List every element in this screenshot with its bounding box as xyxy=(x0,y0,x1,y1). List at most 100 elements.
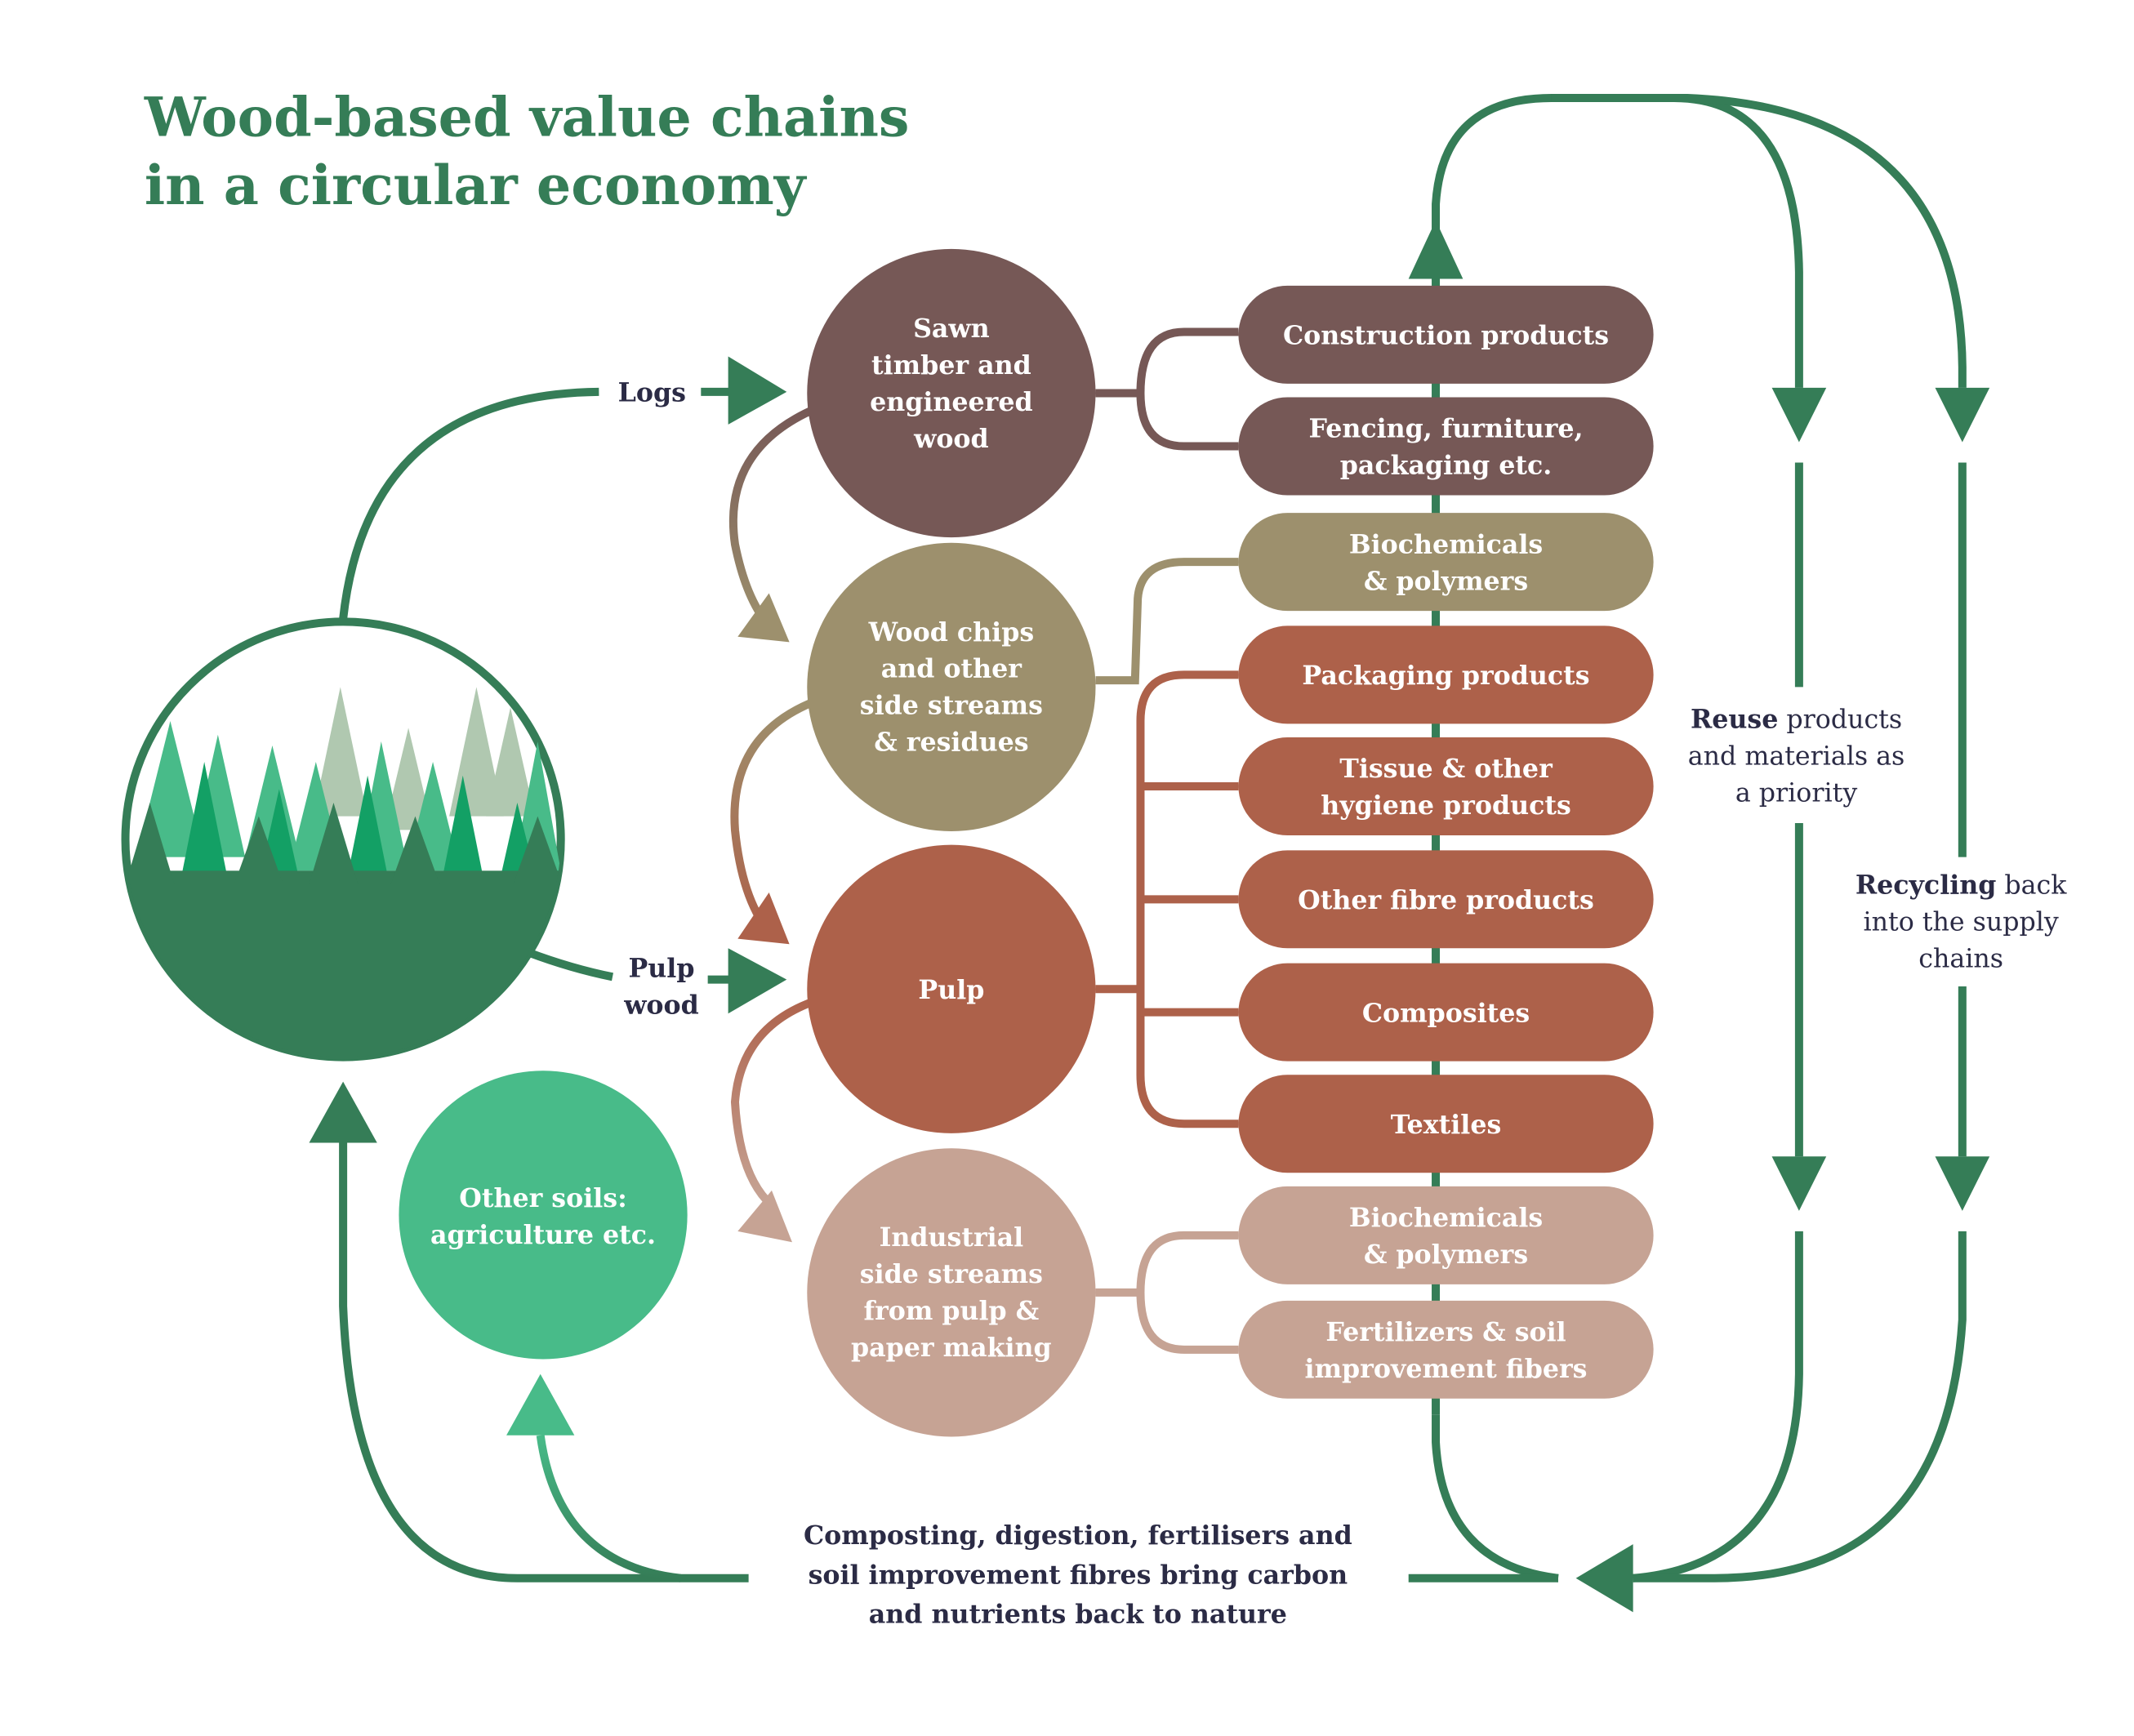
pulpwood-label-2: wood xyxy=(623,990,699,1020)
node-label: and other xyxy=(881,654,1022,684)
pill-background xyxy=(1238,737,1654,836)
industrial-bracket xyxy=(1095,1231,1239,1354)
node-label: paper making xyxy=(851,1333,1052,1363)
arrow-up-icon xyxy=(1408,220,1464,279)
cascade-pulp-industrial xyxy=(730,989,845,1203)
pill-background xyxy=(1238,1186,1654,1284)
pill-label: improvement fibers xyxy=(1305,1354,1588,1384)
node-label: Sawn xyxy=(913,314,990,344)
pill-label: Composites xyxy=(1362,998,1530,1028)
arrow-down-icon xyxy=(1771,387,1827,443)
node-label: agriculture etc. xyxy=(430,1220,656,1250)
pill-label: Biochemicals xyxy=(1349,529,1543,559)
chips-bracket xyxy=(1095,558,1239,685)
pill-background xyxy=(1238,1075,1654,1173)
pill-background xyxy=(1238,963,1654,1062)
arrow-down-icon xyxy=(737,892,790,945)
pill-label: Fencing, furniture, xyxy=(1308,414,1583,444)
recycling-rest: back xyxy=(1996,871,2067,901)
arrow-down-icon xyxy=(1771,1156,1827,1211)
node-other-soils: Other soils: agriculture etc. xyxy=(399,1071,688,1360)
arrow-right-icon xyxy=(728,948,787,1014)
arrow-left-icon xyxy=(1575,1544,1633,1613)
recycling-bold: Recycling xyxy=(1856,870,1997,901)
product-pill-pulp: Packaging products xyxy=(1238,625,1654,724)
pill-label: hygiene products xyxy=(1321,790,1571,821)
title-line-1: Wood-based value chains xyxy=(144,85,910,149)
bottom-caption-1: Composting, digestion, fertilisers and xyxy=(804,1520,1352,1551)
node-label: Wood chips xyxy=(868,617,1035,648)
pulp-bracket xyxy=(1095,670,1239,1128)
product-pill-pulp: Composites xyxy=(1238,963,1654,1062)
pill-label: Construction products xyxy=(1283,321,1609,351)
arrow-down-icon xyxy=(1935,1156,1990,1211)
node-label: Other soils: xyxy=(459,1183,626,1213)
pill-background xyxy=(1238,625,1654,724)
pill-label: Textiles xyxy=(1391,1110,1502,1140)
pill-label: & polymers xyxy=(1364,1240,1528,1270)
pill-label: Packaging products xyxy=(1302,661,1589,691)
product-pill-pulp: Textiles xyxy=(1238,1075,1654,1173)
arrow-right-icon xyxy=(728,356,787,425)
arrow-up-icon xyxy=(309,1081,377,1143)
arrow-down-icon xyxy=(737,1190,792,1243)
bottom-caption-3: and nutrients back to nature xyxy=(869,1600,1287,1630)
pill-background xyxy=(1238,397,1654,496)
product-pill-industrial: Fertilizers & soil improvement fibers xyxy=(1238,1300,1654,1399)
node-label: engineered xyxy=(870,387,1032,417)
pill-background xyxy=(1238,1300,1654,1399)
node-label: timber and xyxy=(871,350,1031,381)
return-to-forest-line xyxy=(339,1142,749,1582)
product-pill-chips: Biochemicals & polymers xyxy=(1238,513,1654,612)
node-label: & residues xyxy=(874,728,1028,758)
arrow-down-icon xyxy=(1935,387,1990,443)
node-sawn-timber: Sawn timber and engineered wood xyxy=(807,248,1096,538)
node-label: side streams xyxy=(860,691,1043,721)
sawn-bracket xyxy=(1095,327,1239,451)
recycling-label-2: into the supply xyxy=(1863,908,2058,937)
recycling-loop xyxy=(1551,93,1990,1582)
logs-line xyxy=(339,387,599,620)
cascade-chips-pulp xyxy=(730,697,818,935)
logs-label: Logs xyxy=(618,378,686,408)
pill-label: Other fibre products xyxy=(1298,885,1594,915)
node-pulp: Pulp xyxy=(807,844,1096,1133)
product-pill-sawn: Fencing, furniture, packaging etc. xyxy=(1238,397,1654,496)
pill-background xyxy=(1238,850,1654,949)
node-label: Pulp xyxy=(918,975,984,1005)
recycling-label-1: Recycling back xyxy=(1856,870,2067,901)
product-pill-sawn: Construction products xyxy=(1238,285,1654,384)
cascade-sawn-chips xyxy=(728,404,818,629)
pill-label: & polymers xyxy=(1364,566,1528,596)
arrow-up-icon xyxy=(506,1373,575,1436)
node-label: wood xyxy=(913,424,989,454)
pill-label: packaging etc. xyxy=(1340,451,1553,481)
arrow-down-icon xyxy=(737,593,790,643)
product-pill-pulp: Tissue & other hygiene products xyxy=(1238,737,1654,836)
product-pill-pulp: Other fibre products xyxy=(1238,850,1654,949)
pill-label: Biochemicals xyxy=(1349,1203,1543,1233)
pill-label: Fertilizers & soil xyxy=(1325,1317,1566,1347)
node-wood-chips: Wood chips and other side streams & resi… xyxy=(807,542,1096,832)
product-pill-industrial: Biochemicals & polymers xyxy=(1238,1186,1654,1284)
pill-label: Tissue & other xyxy=(1339,754,1553,784)
node-industrial-side-streams: Industrial side streams from pulp & pape… xyxy=(807,1148,1096,1437)
forest-circle xyxy=(121,617,565,1062)
return-to-soils-line xyxy=(536,1435,681,1582)
title-line-2: in a circular economy xyxy=(145,153,808,217)
reuse-label-2: and materials as xyxy=(1688,741,1905,771)
recycling-label-3: chains xyxy=(1918,945,2003,974)
pill-background xyxy=(1238,285,1654,384)
pill-background xyxy=(1238,513,1654,612)
reuse-label-1: Reuse products xyxy=(1691,704,1902,734)
reuse-rest: products xyxy=(1778,705,1902,734)
node-label: side streams xyxy=(860,1259,1043,1289)
bottom-caption-2: soil improvement fibres bring carbon xyxy=(809,1560,1348,1590)
node-label: Industrial xyxy=(880,1222,1024,1253)
node-label: from pulp & xyxy=(864,1296,1040,1326)
pulpwood-label-1: Pulp xyxy=(629,953,695,983)
reuse-label-3: a priority xyxy=(1735,778,1857,808)
pulpwood-line xyxy=(526,948,613,982)
